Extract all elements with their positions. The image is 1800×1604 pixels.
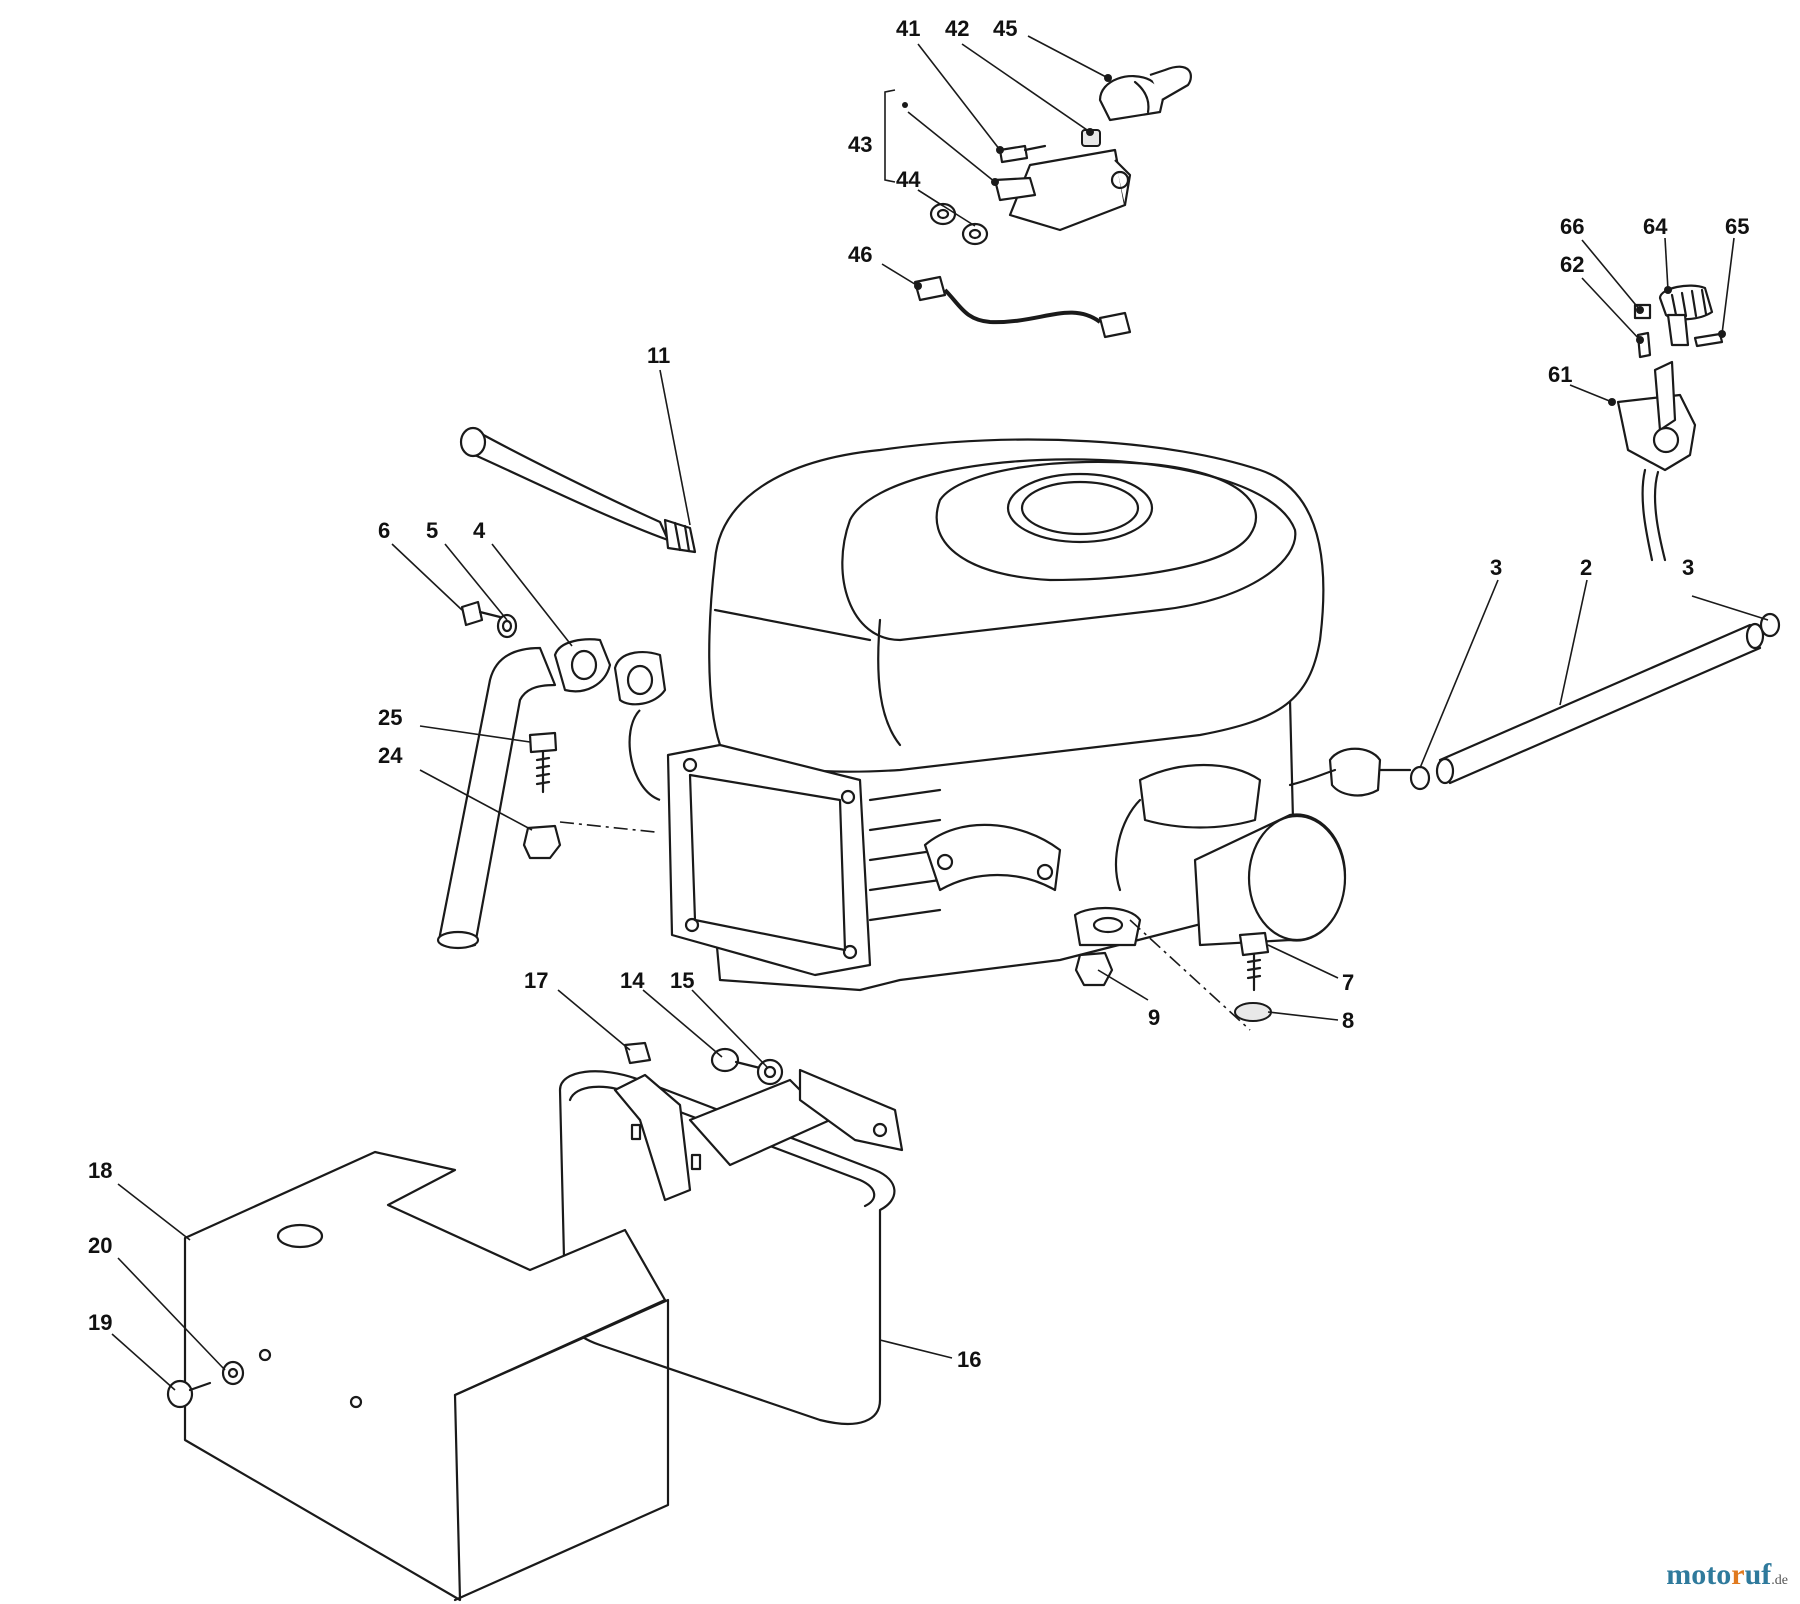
bullet-dot (902, 102, 908, 108)
callout-3-left: 3 (1490, 555, 1502, 580)
callout-64: 64 (1643, 214, 1668, 239)
exhaust-pipe-11 (459, 426, 697, 554)
wire-harness (913, 275, 1132, 339)
fuel-line (1288, 612, 1781, 797)
callout-8: 8 (1342, 1008, 1354, 1033)
callout-41: 41 (896, 16, 920, 41)
callout-66: 66 (1560, 214, 1584, 239)
brand-tld: .de (1771, 1573, 1788, 1588)
callout-46: 46 (848, 242, 872, 267)
brand-text-accent: r (1731, 1558, 1745, 1591)
callout-44: 44 (896, 167, 921, 192)
callout-9: 9 (1148, 1005, 1160, 1030)
heat-shield-18 (166, 1150, 670, 1602)
bracket-43 (884, 89, 896, 183)
callout-4: 4 (473, 518, 486, 543)
brand-watermark: motoruf.de (1666, 1558, 1788, 1592)
engine (628, 438, 1347, 992)
callout-20: 20 (88, 1233, 112, 1258)
callout-14: 14 (620, 968, 645, 993)
callout-7: 7 (1342, 970, 1354, 995)
callout-5: 5 (426, 518, 438, 543)
callout-15: 15 (670, 968, 694, 993)
solenoid-assembly (929, 65, 1192, 246)
callout-24: 24 (378, 743, 403, 768)
callout-6: 6 (378, 518, 390, 543)
callout-62: 62 (1560, 252, 1584, 277)
muffler-pipe (436, 600, 1272, 1031)
callout-61: 61 (1548, 362, 1572, 387)
callout-65: 65 (1725, 214, 1749, 239)
callout-25: 25 (378, 705, 402, 730)
callout-17: 17 (524, 968, 548, 993)
callout-11: 11 (647, 343, 670, 368)
callout-43: 43 (848, 132, 872, 157)
ignition-parts (1616, 284, 1724, 562)
brand-text-start: moto (1666, 1558, 1732, 1591)
leader-lines (111, 35, 1769, 1391)
callout-16: 16 (957, 1347, 981, 1372)
callout-18: 18 (88, 1158, 112, 1183)
brand-text-end: uf (1744, 1558, 1772, 1591)
muffler-16 (558, 1041, 904, 1425)
callout-19: 19 (88, 1310, 112, 1335)
callout-2: 2 (1580, 555, 1592, 580)
callout-numbers: 41 42 45 43 44 46 66 64 65 62 61 11 6 5 … (88, 16, 1749, 1372)
callout-45: 45 (993, 16, 1017, 41)
callout-3-right: 3 (1682, 555, 1694, 580)
callout-42: 42 (945, 16, 969, 41)
